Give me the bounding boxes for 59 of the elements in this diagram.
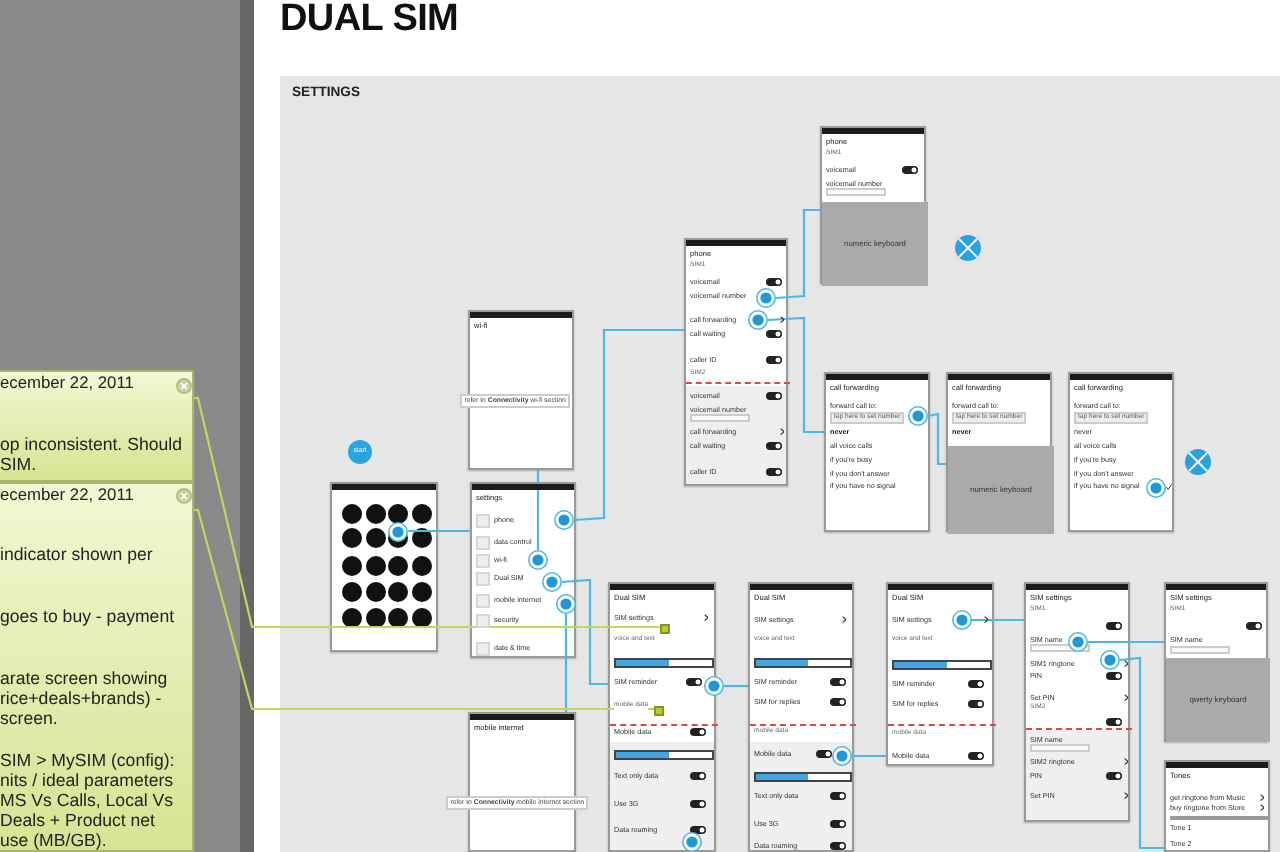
note-date: ecember 22, 2011 [0,486,134,506]
hotspot-marker [832,746,852,766]
settings-panel [280,76,1280,852]
keyboard-area [822,202,928,286]
screen-mockup [824,372,930,532]
hotspot-marker [1068,632,1088,652]
leader-line [193,396,660,629]
comment-marker [660,624,670,634]
connector-line [1119,656,1164,850]
connector-line [408,529,470,533]
connector-line [536,470,540,550]
connector-line [972,618,1024,622]
page-title: DUAL SIM [280,0,459,42]
note-text: op inconsistent. Should SIM. [0,436,184,476]
note-text: goes to buy - payment [0,608,177,628]
hotspot-marker [554,510,574,530]
home-screen-mockup [330,482,438,652]
keyboard-area [948,446,1054,534]
connector-line [1088,640,1164,644]
connector-line [852,754,886,758]
note-text: arate screen showing rice+deals+brands) - screen. [0,670,170,730]
screen-mockup [1164,760,1270,852]
hotspot-marker [748,310,768,330]
connector-line [775,208,820,300]
screen-mockup [1068,372,1174,532]
connector-line [561,578,608,686]
note-text: indicator shown per [0,546,155,566]
note-text: SIM > MySIM (config): nits / ideal parameters MS Vs Calls, Local Vs Deals + Product net use (MB/GB). [0,752,177,852]
connector-line [564,614,568,712]
connector-line [573,328,684,522]
screen-mockup [470,482,576,658]
connector-line [927,412,946,466]
screen-mockup [820,126,926,284]
hotspot-marker [388,521,408,541]
start-circle [348,440,372,464]
screen-mockup [946,372,1052,532]
hotspot-marker [908,406,928,426]
hotspot-marker [952,610,972,630]
keyboard-area [1166,658,1270,742]
screen-mockup [748,582,854,852]
screen-mockup [1164,582,1268,742]
sticky-note [0,482,194,852]
connector-line [724,684,748,688]
connector-line [767,316,824,434]
leader-line [193,508,654,711]
hotspot-marker [1146,478,1166,498]
screen-mockup [886,582,994,766]
hotspot-marker [556,594,576,614]
hotspot-marker [528,550,548,570]
screen-mockup [1024,582,1130,822]
hotspot-marker [682,832,702,852]
screen-mockup [684,238,788,486]
hotspot-marker [542,572,562,592]
sticky-note [0,370,194,482]
hotspot-marker [704,676,724,696]
comment-marker [654,706,664,716]
note-date: ecember 22, 2011 [0,374,134,394]
hotspot-marker [756,288,776,308]
hotspot-marker [1100,650,1120,670]
